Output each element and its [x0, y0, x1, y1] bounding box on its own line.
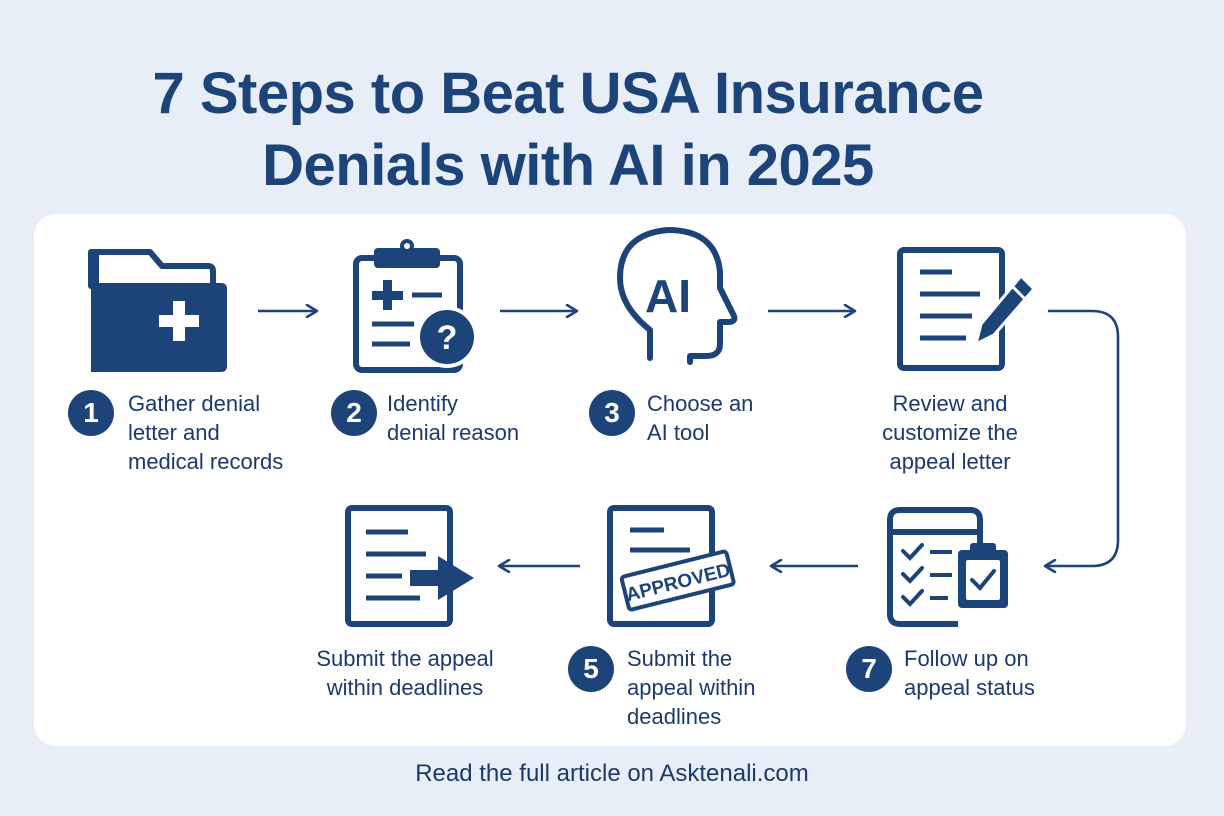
step-5-label: Submit the appeal within deadlines — [627, 646, 756, 729]
footer-text: Read the full article on Asktenali.com — [415, 760, 809, 787]
title-line-1: 7 Steps to Beat USA Insurance — [152, 61, 984, 126]
step-5-badge: 5 — [568, 646, 614, 692]
ai-icon-text: AI — [645, 270, 691, 322]
step-6-label: Submit the appeal within deadlines — [316, 646, 494, 700]
clipboard-question-icon: ? — [353, 239, 478, 373]
step-7-badge: 7 — [846, 646, 892, 692]
step-1-badge: 1 — [68, 390, 114, 436]
svg-text:?: ? — [437, 319, 458, 357]
step-2-label: Identify denial reason — [387, 391, 520, 445]
ai-head-icon: AI — [617, 227, 738, 365]
step-3-badge: 3 — [589, 390, 635, 436]
approved-document-icon: APPROVED — [607, 505, 736, 627]
step-4-label: Review and customize the appeal letter — [882, 391, 1018, 474]
step-7-label: Follow up on appeal status — [904, 646, 1035, 700]
step-3-label: Choose an AI tool — [647, 391, 754, 445]
arrow-4-to-7 — [1046, 309, 1120, 566]
document-pencil-icon — [897, 247, 1036, 371]
document-arrow-icon — [345, 505, 474, 627]
folder-plus-icon — [88, 249, 227, 372]
title-line-2: Denials with AI in 2025 — [262, 133, 874, 198]
page-title: 7 Steps to Beat USA Insurance Denials wi… — [0, 58, 1136, 202]
step-1-label: Gather denial letter and medical records — [128, 391, 284, 474]
checklist-clipboard-icon — [887, 507, 1008, 627]
step-2-badge: 2 — [331, 390, 377, 436]
